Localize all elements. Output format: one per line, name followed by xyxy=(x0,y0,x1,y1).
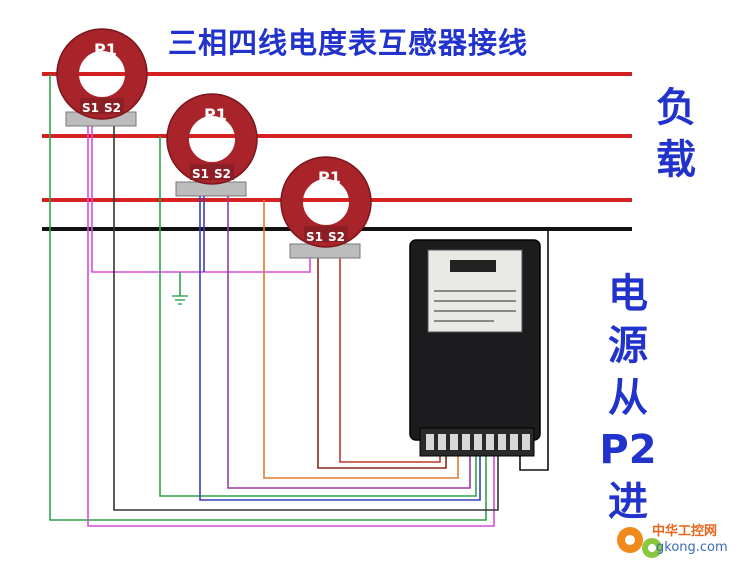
green-wire xyxy=(49,74,487,521)
current-transformer-1 xyxy=(56,28,148,127)
secondary-wires xyxy=(49,74,549,527)
current-transformer-2 xyxy=(166,93,258,197)
dark-wire-a xyxy=(113,118,499,511)
ct3-p1-label: P1 xyxy=(318,168,341,187)
ct3-s1-label: S1 xyxy=(306,230,323,244)
ct3-s2-label: S2 xyxy=(328,230,345,244)
watermark: 中华工控网 gkong.com xyxy=(598,520,738,568)
ct1-s1-label: S1 xyxy=(82,101,99,115)
ground-bus-wire xyxy=(91,118,311,273)
ground-symbol xyxy=(172,295,188,305)
source-char-3: 从 xyxy=(608,375,648,421)
brown-wire-s1 xyxy=(317,252,447,469)
watermark-cn: 中华工控网 xyxy=(652,524,718,539)
load-char-1: 负 xyxy=(656,85,696,131)
current-transformer-3 xyxy=(280,156,372,259)
purple-wire xyxy=(227,190,471,489)
ct1-s2-label: S2 xyxy=(104,101,121,115)
load-label: 负 载 xyxy=(646,82,706,186)
blue-wire xyxy=(199,190,481,501)
source-char-2: 源 xyxy=(608,323,648,369)
watermark-en: gkong.com xyxy=(656,540,728,555)
brown-wire-s2 xyxy=(339,252,441,463)
load-char-2: 载 xyxy=(656,137,696,183)
energy-meter xyxy=(409,239,541,457)
diagram-title: 三相四线电度表互感器接线 xyxy=(168,26,529,60)
neutral-to-meter xyxy=(519,229,549,471)
source-char-1: 电 xyxy=(608,271,648,317)
ct2-p1-label: P1 xyxy=(204,105,227,124)
ct2-s1-label: S1 xyxy=(192,167,209,181)
source-label: 电 源 从 P2 进 xyxy=(598,268,658,528)
green-wire-2 xyxy=(159,136,477,497)
ct1-p1-label: P1 xyxy=(94,40,117,59)
pink-wire xyxy=(87,118,495,527)
orange-wire xyxy=(263,200,459,479)
source-char-5: 进 xyxy=(608,479,648,525)
ct2-s2-label: S2 xyxy=(214,167,231,181)
source-char-4: P2 xyxy=(599,427,657,473)
watermark-gear-icon xyxy=(617,527,662,558)
